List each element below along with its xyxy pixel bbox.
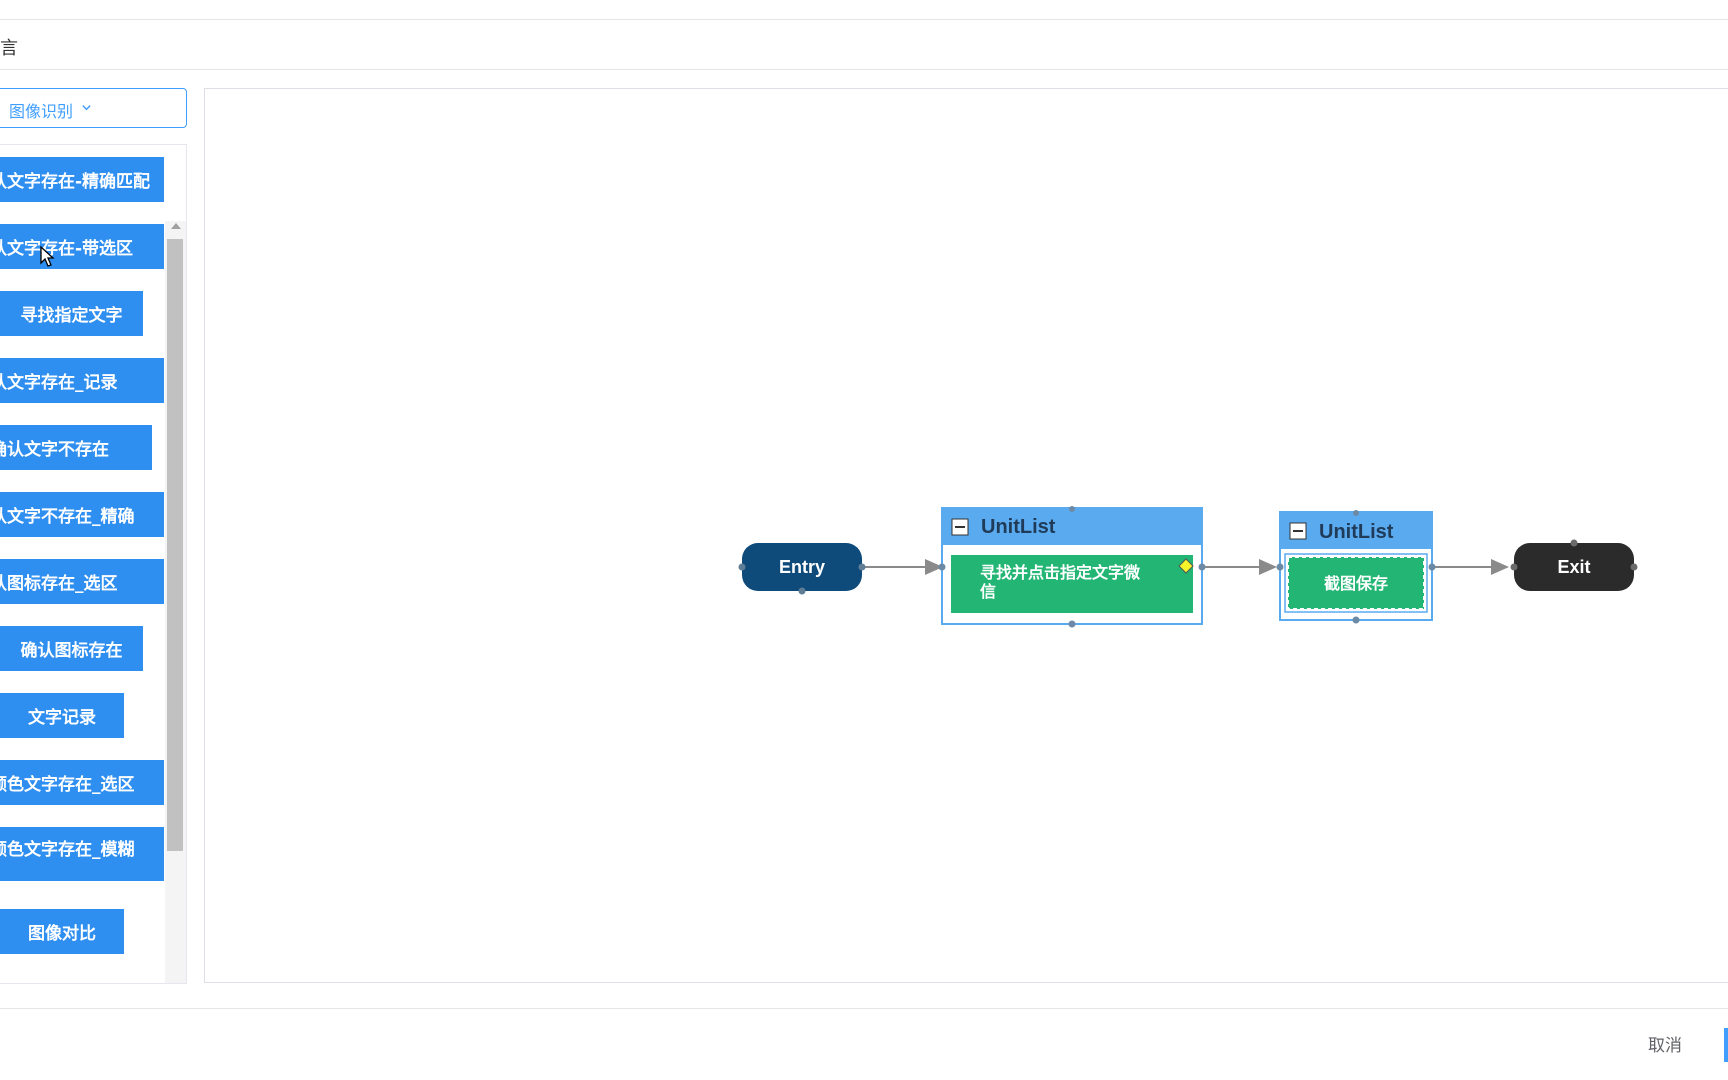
port-left[interactable] — [938, 563, 946, 571]
palette-item-label: 颜色文字存在_选区 — [0, 775, 135, 795]
exit-label: Exit — [1557, 557, 1590, 577]
unitlist-title: UnitList — [1319, 521, 1394, 543]
task-screenshot-save[interactable] — [1287, 556, 1425, 610]
port-bottom[interactable] — [1068, 620, 1076, 628]
chevron-down-icon — [82, 105, 91, 111]
confirm-button[interactable] — [1724, 1028, 1728, 1062]
palette-item-color-text-region[interactable]: 颜色文字存在_选区 — [0, 760, 164, 805]
task-selection-outline — [1284, 553, 1428, 613]
flow-diagram: Entry UnitList 寻找并点击指定文字微 信 — [738, 506, 1638, 628]
palette-item-text-record[interactable]: 文字记录 — [0, 693, 124, 738]
port-right[interactable] — [1630, 563, 1638, 571]
top-bar — [0, 0, 1728, 20]
palette-item-confirm-text-exact[interactable]: 认文字存在-精确匹配 — [0, 157, 164, 202]
palette-item-label: 认图标存在_选区 — [0, 574, 118, 594]
palette-item-confirm-icon-exists[interactable]: 确认图标存在 — [0, 626, 143, 671]
component-palette: 认文字存在-精确匹配 认文字存在-带选区 寻找指定文字 认文字存在_记录 确认文… — [0, 144, 187, 984]
exit-node[interactable]: Exit — [1510, 539, 1638, 592]
unitlist-node-1[interactable]: UnitList 寻找并点击指定文字微 信 — [938, 506, 1206, 628]
palette-item-confirm-text-region[interactable]: 认文字存在-带选区 — [0, 224, 164, 269]
palette-item-confirm-text-absent[interactable]: 确认文字不存在 — [0, 425, 152, 470]
port-top[interactable] — [1069, 506, 1075, 512]
task-label: 截图保存 — [1324, 574, 1388, 593]
palette-item-label: 认文字存在-精确匹配 — [0, 172, 151, 192]
port-left[interactable] — [1510, 563, 1518, 571]
port-bottom[interactable] — [798, 587, 806, 595]
palette-item-label: 认文字存在-带选区 — [0, 239, 134, 259]
palette-item-label: 寻找指定文字 — [20, 306, 123, 326]
scrollbar-thumb[interactable] — [167, 239, 183, 851]
palette-item-label: 文字记录 — [28, 708, 96, 728]
port-right[interactable] — [1198, 563, 1206, 571]
entry-node[interactable]: Entry — [738, 543, 866, 595]
flow-canvas[interactable]: Entry UnitList 寻找并点击指定文字微 信 — [204, 88, 1728, 983]
palette-item-confirm-text-record[interactable]: 认文字存在_记录 — [0, 358, 164, 403]
port-top[interactable] — [1570, 539, 1578, 547]
port-right[interactable] — [858, 563, 866, 571]
mouse-cursor-icon — [40, 246, 55, 267]
dialog-footer-divider — [0, 1008, 1728, 1009]
unitlist-title: UnitList — [981, 516, 1056, 538]
port-left[interactable] — [1276, 563, 1284, 571]
palette-item-text-absent-exact[interactable]: 认文字不存在_精确 — [0, 492, 164, 537]
scroll-up-arrow-icon[interactable] — [171, 223, 181, 229]
port-left[interactable] — [738, 563, 746, 571]
category-select[interactable]: 图像识别 — [0, 88, 187, 128]
palette-item-label: 认文字存在_记录 — [0, 373, 118, 393]
palette-item-label: 确认文字不存在 — [0, 440, 109, 460]
palette-item-find-text[interactable]: 寻找指定文字 — [0, 291, 143, 336]
palette-item-label: 图像对比 — [28, 924, 96, 944]
dialog-header: 言 — [0, 20, 1728, 70]
dialog-title: 言 — [0, 38, 18, 59]
palette-item-label: 认文字不存在_精确 — [0, 507, 135, 527]
breakpoint-diamond-icon[interactable] — [1178, 558, 1194, 574]
cancel-button[interactable]: 取消 — [1648, 1036, 1682, 1056]
palette-item-label: 颜色文字存在_模糊 — [0, 840, 135, 860]
port-bottom[interactable] — [1352, 616, 1360, 624]
port-top[interactable] — [1353, 510, 1359, 516]
palette-scrollbar[interactable] — [165, 221, 186, 983]
port-right[interactable] — [1428, 563, 1436, 571]
palette-item-color-text-fuzzy[interactable]: 颜色文字存在_模糊 — [0, 827, 164, 881]
palette-item-label: 确认图标存在 — [20, 641, 123, 661]
task-find-click-text[interactable] — [951, 555, 1193, 613]
entry-label: Entry — [779, 557, 825, 577]
palette-item-icon-exists-region[interactable]: 认图标存在_选区 — [0, 559, 164, 604]
unitlist-node-2[interactable]: UnitList 截图保存 — [1276, 510, 1436, 624]
palette-item-image-compare[interactable]: 图像对比 — [0, 909, 124, 954]
task-label-line1: 寻找并点击指定文字微 — [980, 563, 1141, 582]
task-label-line2: 信 — [980, 582, 996, 601]
category-select-label: 图像识别 — [9, 102, 74, 121]
